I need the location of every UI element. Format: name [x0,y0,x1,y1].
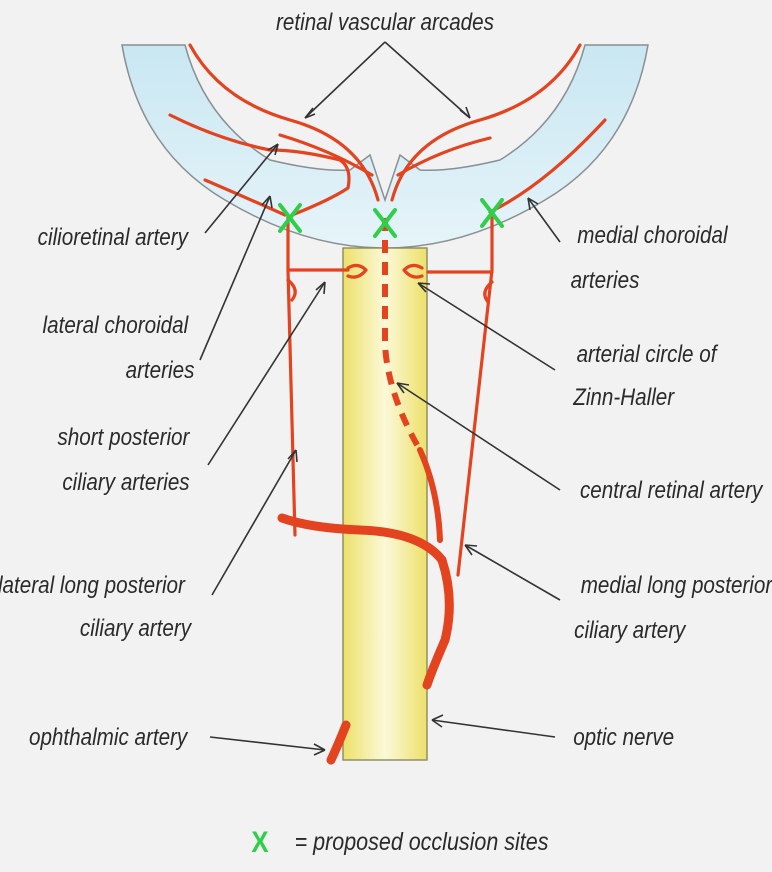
label-cilioretinal-artery: cilioretinal artery [38,224,190,251]
label-optic-nerve: optic nerve [573,724,674,751]
lateral-short-posterior-ciliary-artery [288,215,295,535]
label-retinal-vascular-arcades: retinal vascular arcades [276,9,494,36]
label-medial-long-posterior-line2: ciliary artery [574,617,687,644]
label-lateral-long-posterior-line2: ciliary artery [80,615,193,642]
legend-marker: X [251,825,269,858]
label-ophthalmic-artery: ophthalmic artery [29,724,189,751]
label-short-posterior-line1: short posterior [58,424,191,451]
pointer-medial-choroidal [528,198,560,242]
label-medial-choroidal-line1: medial choroidal [577,222,728,249]
medial-choroidal-branches [428,272,492,302]
lateral-choroidal-arteries [288,270,348,300]
label-zinn-haller-line1: arterial circle of [577,341,719,368]
label-lateral-choroidal-line2: arteries [126,357,195,384]
pointer-medial-long-posterior [465,545,560,600]
label-short-posterior-line2: ciliary arteries [62,469,189,496]
pointer-short-posterior [208,282,325,465]
legend-text: = proposed occlusion sites [295,827,549,855]
label-lateral-long-posterior-line1: lateral long posterior [0,572,186,599]
eye-globe-wall [122,45,648,248]
pointer-lateral-choroidal [200,196,270,360]
label-medial-choroidal-line2: arteries [571,267,640,294]
pointer-optic-nerve [432,720,555,737]
optic-nerve [343,248,427,760]
label-central-retinal-artery: central retinal artery [580,477,764,504]
medial-short-posterior-ciliary-artery [458,212,492,575]
label-medial-long-posterior-line1: medial long posterior [581,572,772,599]
pointer-arcade-right [385,42,470,118]
label-lateral-choroidal-line1: lateral choroidal [43,312,190,339]
legend: X = proposed occlusion sites [251,825,548,858]
pointer-ophthalmic [210,737,325,750]
label-zinn-haller-line2: Zinn-Haller [572,384,675,411]
pointer-arcade-left [305,42,385,118]
